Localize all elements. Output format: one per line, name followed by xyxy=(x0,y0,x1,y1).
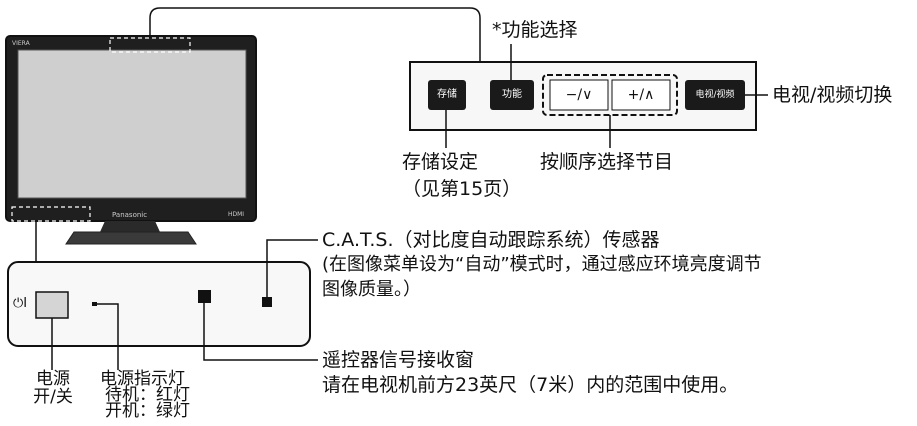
power-icon: ⏻I xyxy=(13,296,28,311)
leader-indicator xyxy=(97,303,119,370)
tv-front-panel-marker xyxy=(11,206,91,222)
plus-button-shape xyxy=(611,79,671,111)
store-button[interactable]: 存储 xyxy=(437,89,457,100)
indicator-on: 开机：绿灯 xyxy=(105,401,190,421)
tv-stand-base xyxy=(65,231,197,245)
channel-buttons-marker xyxy=(542,74,678,116)
cats-desc-1: (在图像菜单设为“自动”模式时，通过感应环境亮度调节 xyxy=(322,254,762,275)
store-setting-label: 存储设定 xyxy=(402,151,479,173)
see-page-label: （见第15页） xyxy=(402,178,522,200)
remote-title: 遥控器信号接收窗 xyxy=(322,349,475,371)
indicator-standby: 待机：红灯 xyxy=(105,385,190,405)
tv-screen xyxy=(17,49,247,199)
power-label-2: 开/关 xyxy=(33,387,73,407)
select-program-label: 按顺序选择节目 xyxy=(540,151,674,173)
store-button-shape xyxy=(428,80,466,110)
viera-logo: VIERA xyxy=(12,40,30,47)
cats-sensor-shape xyxy=(262,297,272,307)
indicator-led-shape xyxy=(92,302,97,306)
channel-down-button[interactable]: −/∨ xyxy=(565,87,593,103)
remote-sensor-shape xyxy=(198,290,211,303)
tv-top-controls-marker xyxy=(109,37,191,53)
tv-av-button[interactable]: 电视/视频 xyxy=(695,90,735,100)
function-button[interactable]: 功能 xyxy=(502,89,522,100)
function-select-label: *功能选择 xyxy=(492,19,578,41)
front-panel-box xyxy=(7,261,311,347)
cats-desc-2: 图像质量。） xyxy=(322,279,421,300)
indicator-title: 电源指示灯 xyxy=(100,369,185,389)
cats-title: C.A.T.S.（对比度自动跟踪系统）传感器 xyxy=(322,229,660,251)
connector-top xyxy=(149,7,481,62)
power-switch[interactable] xyxy=(36,292,68,318)
remote-desc: 请在电视机前方23英尺（7米）内的范围中使用。 xyxy=(322,374,739,396)
tv-brand: Panasonic xyxy=(112,211,148,219)
minus-button-shape xyxy=(549,79,609,111)
tv-stand-neck xyxy=(100,221,160,232)
channel-up-button[interactable]: +/∧ xyxy=(627,87,655,103)
tvav-button-shape xyxy=(685,80,745,110)
function-button-shape xyxy=(490,80,534,110)
leader-remote xyxy=(203,303,318,361)
hdmi-badge: HDMI xyxy=(228,211,245,218)
tv-av-switch-label: 电视/视频切换 xyxy=(772,84,893,106)
power-switch-shape xyxy=(35,291,69,319)
power-label-1: 电源 xyxy=(36,369,70,389)
leader-cats xyxy=(266,239,318,297)
